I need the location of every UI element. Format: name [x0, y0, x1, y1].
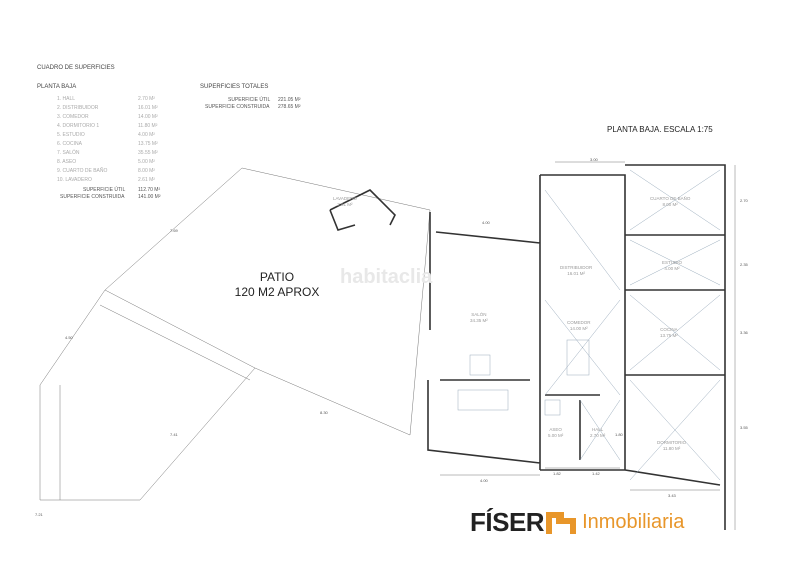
logo-tagline: Inmobiliaria [582, 511, 685, 533]
dimension-label: 7.41 [170, 432, 178, 437]
built-value: 141.00 M² [138, 194, 161, 200]
shower [544, 399, 561, 416]
room-row-area: 14.00 M² [138, 114, 158, 120]
room-lavadero: LAVADERO 2.61 M² [333, 196, 357, 207]
dimension-label: 3.00 [590, 157, 598, 162]
room-aseo: ASEO 5.00 M² [548, 427, 564, 438]
room-bano: CUARTO DE BAÑO 8.00 M² [650, 196, 691, 207]
totals-built-label: SUPERFICIE CONSTRUIDA [205, 104, 270, 110]
dimension-label: 1.80 [615, 432, 623, 437]
dimension-label: 4.50 [65, 335, 73, 340]
patio-outline [39, 167, 431, 501]
totals-title: SUPERFICIES TOTALES [200, 84, 269, 90]
dimension-label: 4.00 [480, 478, 488, 483]
room-salon: SALÓN 34.35 M² [470, 312, 488, 323]
sofa [457, 389, 509, 411]
patio-label: PATIO 120 M2 APROX [232, 270, 322, 300]
room-row-name: 10. LAVADERO [57, 177, 92, 183]
room-row-area: 8.00 M² [138, 168, 155, 174]
room-row-name: 2. DISTRIBUIDOR [57, 105, 99, 111]
room-row-area: 11.80 M² [138, 123, 158, 129]
room-row-name: 6. COCINA [57, 141, 83, 147]
dimension-label: 2.35 [740, 262, 748, 267]
dimension-label: 2.70 [740, 198, 748, 203]
room-row-area: 13.75 M² [138, 141, 158, 147]
room-row-name: 3. COMEDOR [57, 114, 89, 120]
room-distribuidor: DISTRIBUIDOR 16.01 M² [560, 265, 593, 276]
room-hall: HALL 2.70 M² [590, 427, 606, 438]
dimension-label: 1.82 [553, 471, 561, 476]
room-row-area: 4.00 M² [138, 132, 155, 138]
totals-useful-label: SUPERFICIE ÚTIL [228, 97, 271, 103]
watermark: habitaclia [340, 266, 433, 288]
logo-name: FÍSER [470, 507, 545, 537]
room-row-area: 35.55 M² [138, 150, 158, 156]
patio-area: 120 M2 APROX [234, 285, 320, 299]
built-label: SUPERFICIE CONSTRUIDA [60, 194, 125, 200]
dining-table [566, 339, 590, 376]
room-row-area: 2.70 M² [138, 96, 155, 102]
dimension-label: 3.55 [740, 425, 748, 430]
table-title: CUADRO DE SUPERFICIES [37, 65, 115, 71]
dimension-label: 8.30 [320, 410, 328, 415]
room-row-name: 8. ASEO [57, 159, 77, 165]
room-row-name: 9. CUARTO DE BAÑO [57, 168, 108, 174]
dimension-label: 1.42 [592, 471, 600, 476]
room-row-name: 7. SALÓN [57, 150, 80, 156]
dimension-label: 4.00 [482, 220, 490, 225]
table-section: PLANTA BAJA [37, 84, 77, 90]
dimension-label: 7.69 [170, 228, 178, 233]
fiser-logo: FÍSER Inmobiliaria [470, 507, 684, 538]
room-row-name: 4. DORMITORIO 1 [57, 123, 100, 129]
room-row-area: 16.01 M² [138, 105, 158, 111]
useful-label: SUPERFICIE ÚTIL [83, 187, 126, 193]
exterior-walls [427, 164, 726, 530]
totals-built-value: 278.65 M² [278, 104, 301, 110]
room-row-name: 5. ESTUDIO [57, 132, 85, 138]
room-dormitorio: DORMITORIO 11.80 M² [657, 440, 687, 451]
dimension-label: 3.43 [668, 493, 676, 498]
plan-title: PLANTA BAJA. ESCALA 1:75 [607, 125, 713, 134]
totals-useful-value: 221.05 M² [278, 97, 301, 103]
logo-mark-icon [546, 511, 577, 534]
room-cocina: COCINA 13.75 M² [660, 327, 678, 338]
room-row-area: 2.61 M² [138, 177, 155, 183]
useful-value: 112.70 M² [138, 187, 161, 193]
dimension-label: 3.36 [740, 330, 748, 335]
room-row-name: 1. HALL [57, 96, 76, 102]
interior-walls [440, 234, 725, 460]
lavadero-walls [329, 189, 396, 231]
room-row-area: 5.00 M² [138, 159, 155, 165]
patio-name: PATIO [259, 270, 295, 284]
dimension-label: 7.21 [35, 512, 43, 517]
coffee-table [469, 354, 491, 376]
room-estudio: ESTUDIO 4.00 M² [662, 260, 683, 271]
room-comedor: COMEDOR 14.00 M² [567, 320, 591, 331]
